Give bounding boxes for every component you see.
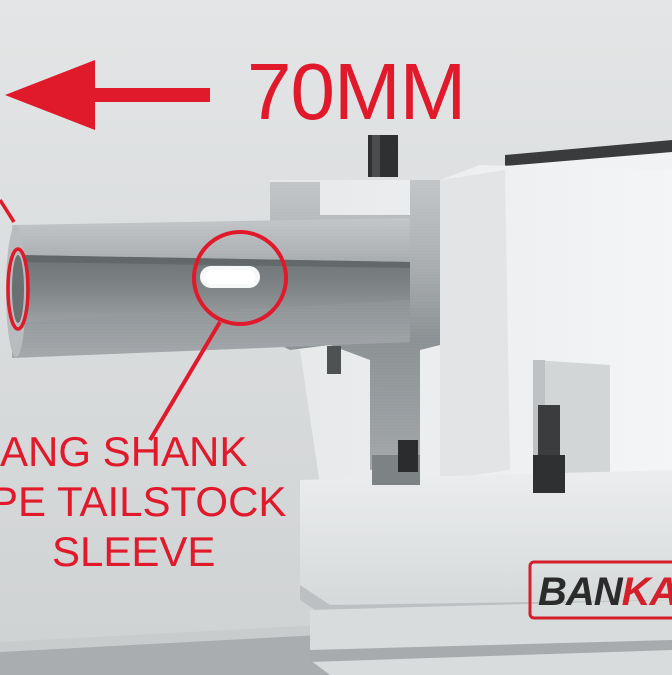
lathe-bed bbox=[0, 624, 340, 675]
key-screw bbox=[327, 346, 418, 472]
callout-line-2: PE TAILSTOCK bbox=[0, 478, 287, 525]
tailstock-sleeve bbox=[6, 218, 410, 358]
adjust-bolt bbox=[533, 405, 565, 493]
callout-line-3: SLEEVE bbox=[52, 528, 216, 575]
bore-highlight-icon bbox=[0, 199, 30, 331]
circle-highlight-icon bbox=[148, 230, 288, 442]
brand-prefix: BAN bbox=[538, 570, 623, 614]
dimension-label: 70MM bbox=[247, 47, 466, 136]
clamp-bolt-top bbox=[368, 135, 398, 177]
brand-accent: KA bbox=[621, 570, 672, 614]
brand-logo: BANKA bbox=[538, 572, 672, 612]
dimension-arrow-icon bbox=[5, 60, 210, 130]
callout-line-1: ANG SHANK bbox=[0, 428, 248, 475]
brand-plate bbox=[528, 560, 672, 620]
